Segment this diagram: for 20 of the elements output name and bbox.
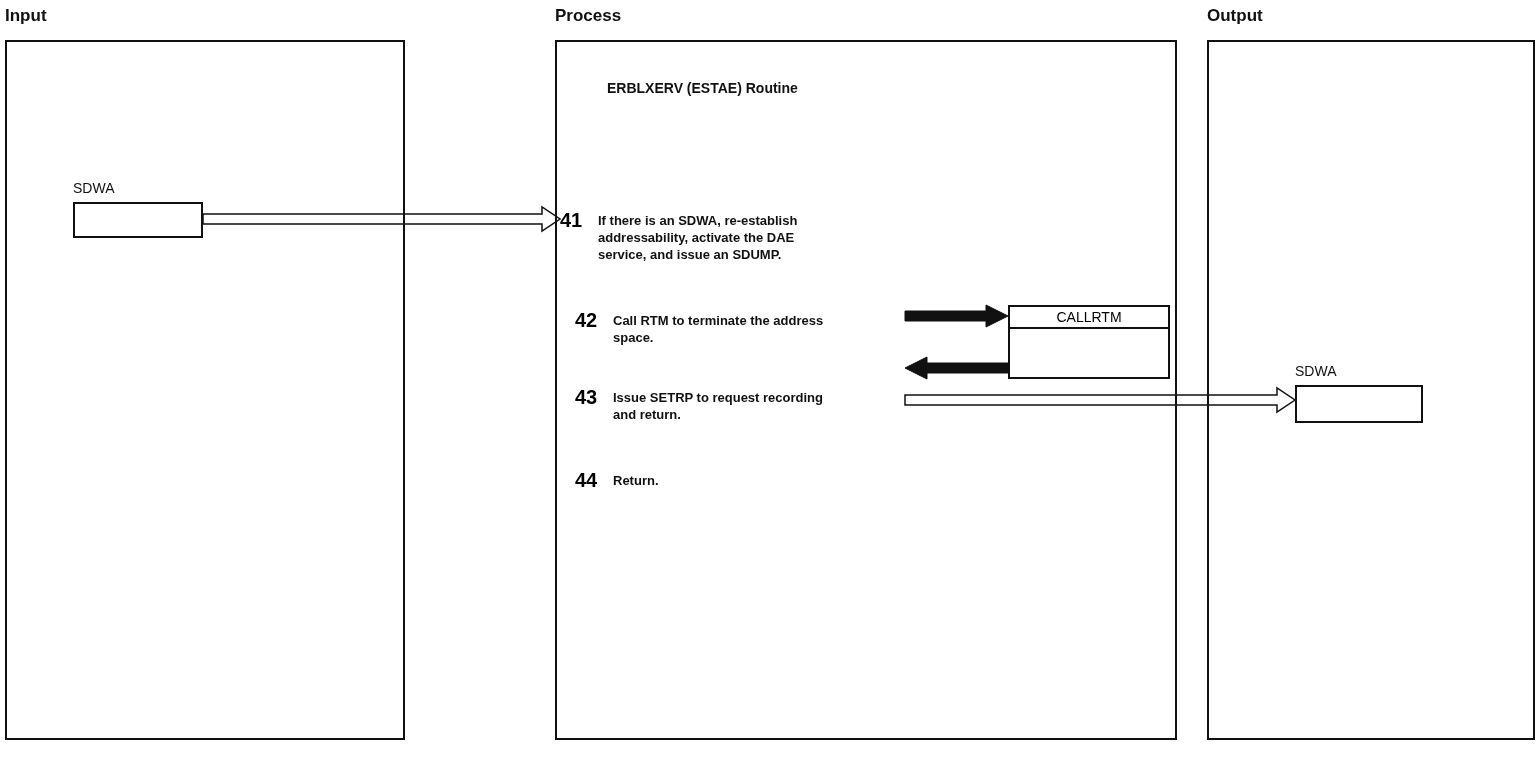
arrow xyxy=(904,356,1009,380)
module-box xyxy=(1008,305,1170,379)
arrow xyxy=(904,386,1297,414)
step-number: 41 xyxy=(560,210,584,230)
column-heading: Input xyxy=(5,6,47,26)
column-heading: Process xyxy=(555,6,622,26)
step-number: 42 xyxy=(575,310,599,330)
step-text: Return. xyxy=(613,472,659,489)
step-number: 44 xyxy=(575,470,599,490)
routine-title: ERBLXERV (ESTAE) Routine xyxy=(607,80,798,96)
arrow xyxy=(202,205,562,233)
data-area-name: SDWA xyxy=(73,180,115,196)
module-name: CALLRTM xyxy=(1010,307,1168,329)
data-area-name: SDWA xyxy=(1295,363,1337,379)
step-number: 43 xyxy=(575,387,599,407)
column-heading: Output xyxy=(1207,6,1263,26)
step-text: If there is an SDWA, re-establish addressability, activate the DAE service, and issue an SDUMP. xyxy=(598,212,799,263)
step-text: Issue SETRP to request recording and return. xyxy=(613,389,824,423)
arrow xyxy=(904,304,1009,328)
step-text: Call RTM to terminate the address space. xyxy=(613,312,825,346)
